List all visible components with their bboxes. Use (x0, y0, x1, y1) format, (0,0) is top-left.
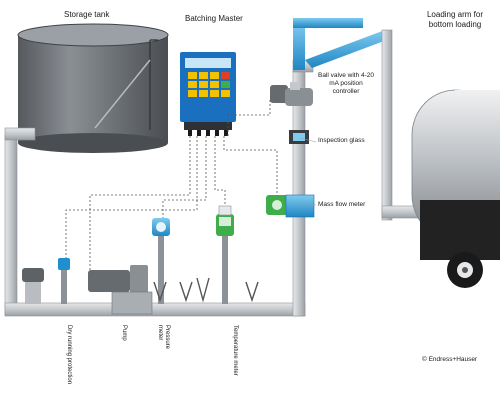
keypad-icon (188, 72, 230, 97)
hand-valves (153, 277, 259, 303)
ball-valve (270, 82, 313, 106)
ball-valve-label: Ball valve with 4-20 mA position control… (318, 72, 374, 96)
loading-arm (293, 18, 423, 221)
leader-lines (299, 137, 317, 206)
pressure-meter-label: Pressure meter (156, 325, 170, 350)
batching-master-label: Batching Master (185, 14, 243, 23)
pump-label: Pump (121, 325, 127, 341)
dry-running-protection-label: Dry running protection (66, 325, 72, 385)
temperature-meter-label: Temperature meter (232, 325, 238, 376)
pump (88, 265, 153, 315)
batching-master-unit (180, 52, 236, 136)
mass-flow-meter-label: Mass flow meter (318, 201, 366, 208)
pressure-meter (152, 218, 170, 304)
inspection-glass-label: Inspection glass (318, 137, 365, 144)
temperature-meter (216, 205, 234, 304)
signal-lines (65, 100, 278, 270)
storage-tank-label: Storage tank (64, 10, 110, 19)
storage-tank (17, 23, 169, 153)
inspection-glass (289, 130, 309, 144)
loading-arm-label: Loading arm for bottom loading (426, 10, 484, 29)
copyright-label: © Endress+Hauser (422, 356, 478, 363)
tanker-truck (411, 89, 500, 288)
mass-flow-meter (266, 194, 315, 218)
dry-running-protection-sensor (22, 258, 70, 304)
